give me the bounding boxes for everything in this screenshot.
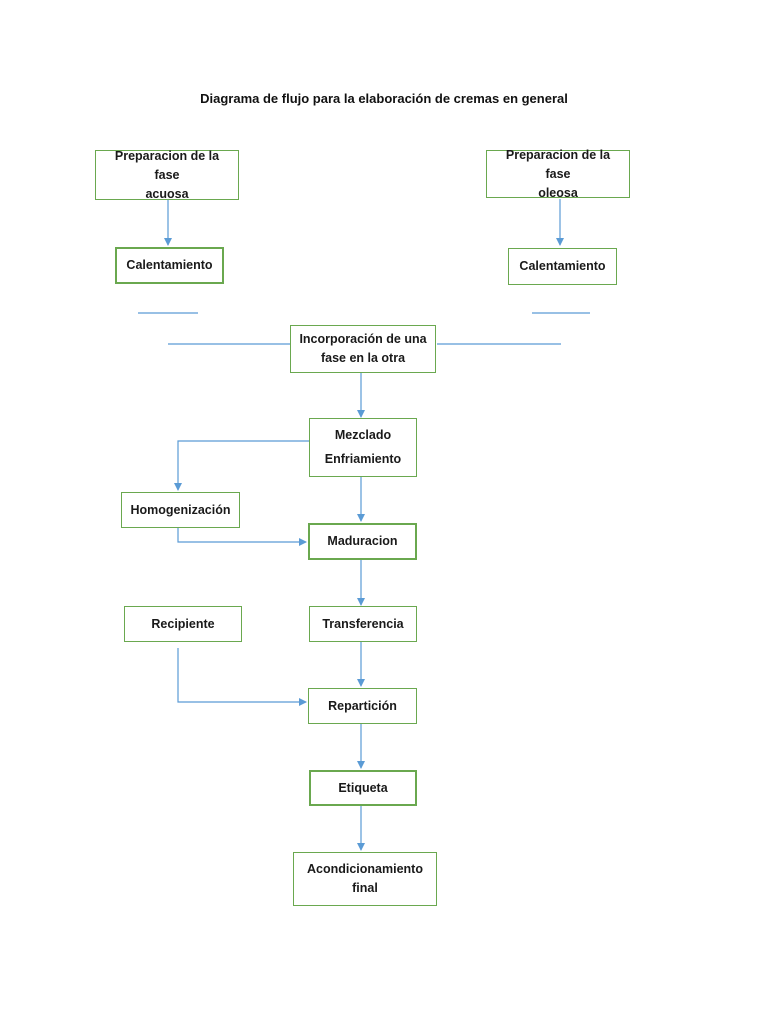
arrow-mezclado-to-homogenizacion — [174, 440, 309, 491]
box-calentamiento-der: Calentamiento — [508, 248, 617, 285]
label-enfriamiento: Enfriamiento — [324, 452, 402, 467]
label-incorporacion: Incorporación de una fase en la otra — [299, 332, 427, 365]
diagram-title: Diagrama de flujo para la elaboración de… — [200, 91, 568, 106]
box-transferencia: Transferencia — [309, 606, 417, 642]
label-calentamiento-der: Calentamiento — [519, 259, 606, 273]
box-acondicionamiento: Acondicionamiento final — [293, 852, 437, 906]
label-recipiente: Recipiente — [151, 616, 215, 631]
box-maduracion: Maduracion — [308, 523, 417, 560]
arrow-recipiente-to-reparticion — [177, 648, 307, 706]
box-calentamiento-izq: Calentamiento — [115, 247, 224, 284]
box-incorporacion: Incorporación de una fase en la otra — [290, 325, 436, 373]
box-fase-acuosa: Preparacion de la fase acuosa — [95, 149, 239, 201]
box-mezclado-enfriamiento: Mezclado Enfriamiento — [309, 418, 417, 477]
box-reparticion: Repartición — [308, 688, 417, 724]
label-homogenizacion: Homogenización — [130, 502, 231, 517]
label-etiqueta: Etiqueta — [338, 780, 388, 795]
label-mezclado: Mezclado — [334, 427, 392, 442]
box-recipiente: Recipiente — [124, 606, 242, 642]
label-acondicionamiento: Acondicionamiento final — [307, 862, 423, 895]
box-homogenizacion: Homogenización — [121, 492, 240, 528]
label-maduracion: Maduracion — [327, 534, 398, 548]
arrow-homogenizacion-to-maduracion — [177, 528, 307, 546]
label-reparticion: Repartición — [328, 698, 397, 713]
box-etiqueta: Etiqueta — [309, 770, 417, 806]
label-transferencia: Transferencia — [322, 616, 404, 631]
label-fase-acuosa: Preparacion de la fase acuosa — [114, 148, 220, 201]
label-calentamiento-izq: Calentamiento — [126, 258, 213, 272]
label-fase-oleosa: Preparacion de la fase oleosa — [505, 147, 611, 200]
box-fase-oleosa: Preparacion de la fase oleosa — [486, 148, 630, 200]
